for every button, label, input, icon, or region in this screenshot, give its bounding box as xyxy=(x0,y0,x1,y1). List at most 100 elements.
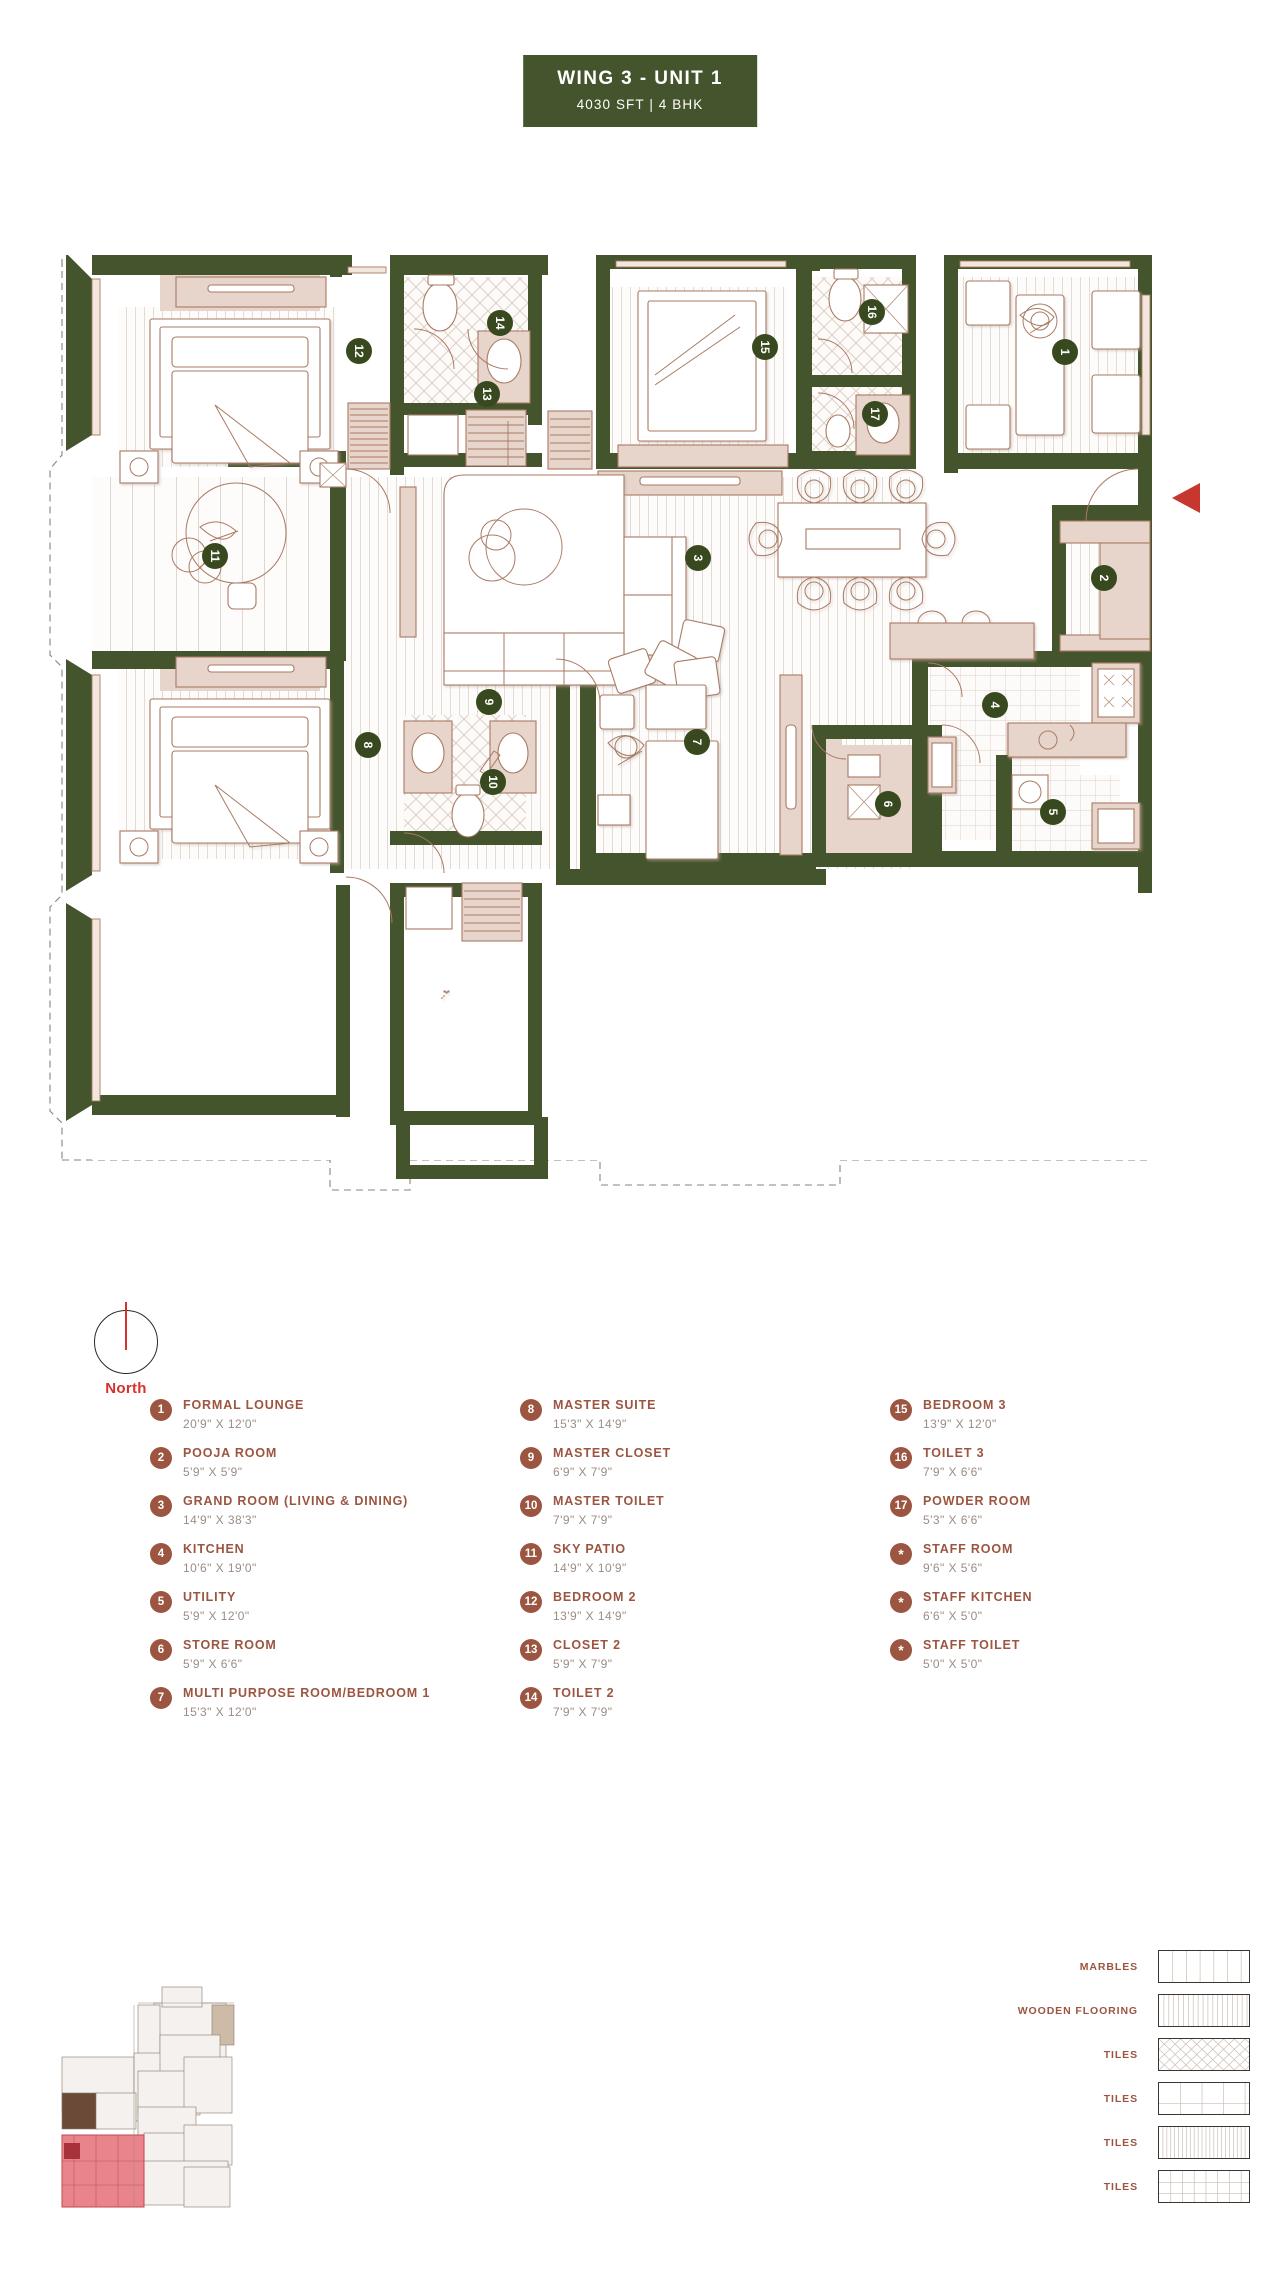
legend-text: GRAND ROOM (LIVING & DINING) 14'9" X 38'3… xyxy=(183,1494,408,1527)
legend-room-dimensions: 5'9" X 5'9" xyxy=(183,1464,243,1479)
svg-text:7: 7 xyxy=(690,739,704,746)
legend-room-name: MASTER CLOSET xyxy=(553,1446,671,1461)
legend-text: STAFF TOILET 5'0" X 5'0" xyxy=(923,1638,1020,1671)
legend-room-dimensions: 6'9" X 7'9" xyxy=(553,1464,613,1479)
material-swatch-tile-narrow-vertical xyxy=(1158,2126,1250,2159)
legend-number-badge: 8 xyxy=(520,1399,542,1421)
legend-room-dimensions: 15'3" X 12'0" xyxy=(183,1704,257,1719)
legend-room-dimensions: 5'0" X 5'0" xyxy=(923,1656,983,1671)
room-marker-grand-room: 3 xyxy=(685,545,711,571)
legend-room-name: TOILET 3 xyxy=(923,1446,985,1461)
legend-number-badge: 15 xyxy=(890,1399,912,1421)
material-row: TILES xyxy=(890,2126,1250,2159)
legend-number-badge: 16 xyxy=(890,1447,912,1470)
room-marker-sky-patio: 11 xyxy=(202,543,228,569)
legend-room-name: SKY PATIO xyxy=(553,1542,626,1557)
legend-number-badge: 5 xyxy=(150,1591,172,1614)
legend-number-badge: 4 xyxy=(150,1543,172,1566)
svg-text:16: 16 xyxy=(865,305,879,319)
compass-ring xyxy=(94,1302,158,1374)
legend-number-badge: 1 xyxy=(150,1399,172,1421)
legend-room-name: STORE ROOM xyxy=(183,1638,277,1653)
material-swatch-tile-diagonal-cross xyxy=(1158,2038,1250,2071)
legend-room-dimensions: 6'6" X 5'0" xyxy=(923,1608,983,1623)
legend-text: UTILITY 5'9" X 12'0" xyxy=(183,1590,250,1623)
room-marker-bedroom-3: 15 xyxy=(752,334,778,360)
room-marker-pooja-room: 2 xyxy=(1091,565,1117,591)
legend-room-name: GRAND ROOM (LIVING & DINING) xyxy=(183,1494,409,1509)
legend-number-badge: 6 xyxy=(150,1639,172,1662)
legend-room-name: STAFF ROOM xyxy=(923,1542,1014,1557)
legend-room-name: FORMAL LOUNGE xyxy=(183,1398,305,1412)
svg-text:12: 12 xyxy=(352,344,366,358)
svg-text:5: 5 xyxy=(1046,809,1060,816)
svg-text:9: 9 xyxy=(482,699,496,706)
svg-text:3: 3 xyxy=(691,555,705,562)
room-marker-toilet-2: 14 xyxy=(487,310,513,336)
legend-room-name: CLOSET 2 xyxy=(553,1638,621,1653)
legend-item: 3 GRAND ROOM (LIVING & DINING) 14'9" X 38'… xyxy=(150,1494,520,1527)
material-swatch-tile-small-grid xyxy=(1158,2170,1250,2203)
north-compass: North xyxy=(66,1302,186,1415)
room-marker-store-room: 6 xyxy=(875,791,901,817)
legend-room-name: MASTER SUITE xyxy=(553,1398,657,1412)
legend-room-dimensions: 5'9" X 12'0" xyxy=(183,1608,250,1623)
unit-subtitle: 4030 SFT | 4 BHK xyxy=(576,96,704,112)
legend-room-name: STAFF TOILET xyxy=(923,1638,1021,1653)
legend-room-name: UTILITY xyxy=(183,1590,237,1605)
legend-room-dimensions: 14'9" X 38'3" xyxy=(183,1512,257,1527)
legend-number-badge: * xyxy=(890,1543,912,1566)
material-row: TILES xyxy=(890,2038,1250,2071)
unit-title-badge: WING 3 - UNIT 1 4030 SFT | 4 BHK xyxy=(523,55,757,127)
legend-number-badge: 2 xyxy=(150,1447,172,1470)
room-marker-formal-lounge: 1 xyxy=(1052,339,1078,365)
material-row: MARBLES xyxy=(890,1950,1250,1983)
material-label: TILES xyxy=(1103,2180,1138,2193)
legend-number-badge: 11 xyxy=(520,1543,542,1566)
material-label: TILES xyxy=(1103,2048,1138,2061)
material-swatch-tile-large-grid xyxy=(1158,2082,1250,2115)
room-marker-multi-purpose-room: 7 xyxy=(684,729,710,755)
svg-text:8: 8 xyxy=(361,742,375,749)
svg-text:6: 6 xyxy=(881,801,895,808)
svg-text:10: 10 xyxy=(486,775,500,789)
legend-number-badge: 9 xyxy=(520,1447,542,1470)
legend-number-badge: 3 xyxy=(150,1495,172,1518)
room-marker-bedroom-2: 12 xyxy=(346,338,372,364)
legend-room-dimensions: 5'9" X 6'6" xyxy=(183,1656,243,1671)
legend-room-name: KITCHEN xyxy=(183,1542,245,1557)
legend-number-badge: * xyxy=(890,1639,912,1662)
floor-plan-drawing: .wall { fill:#44542c; } .wallL { fill:#4… xyxy=(0,255,1280,1315)
legend-room-name: TOILET 2 xyxy=(553,1686,615,1701)
legend-room-name: BEDROOM 3 xyxy=(923,1398,1007,1412)
legend-item: 9 MASTER CLOSET 6'9" X 7'9" xyxy=(520,1446,890,1479)
room-marker-kitchen: 4 xyxy=(982,692,1008,718)
legend-number-badge: 10 xyxy=(520,1495,542,1518)
legend-item: 5 UTILITY 5'9" X 12'0" xyxy=(150,1590,520,1623)
legend-room-dimensions: 7'9" X 7'9" xyxy=(553,1512,613,1527)
legend-room-name: POOJA ROOM xyxy=(183,1446,278,1461)
